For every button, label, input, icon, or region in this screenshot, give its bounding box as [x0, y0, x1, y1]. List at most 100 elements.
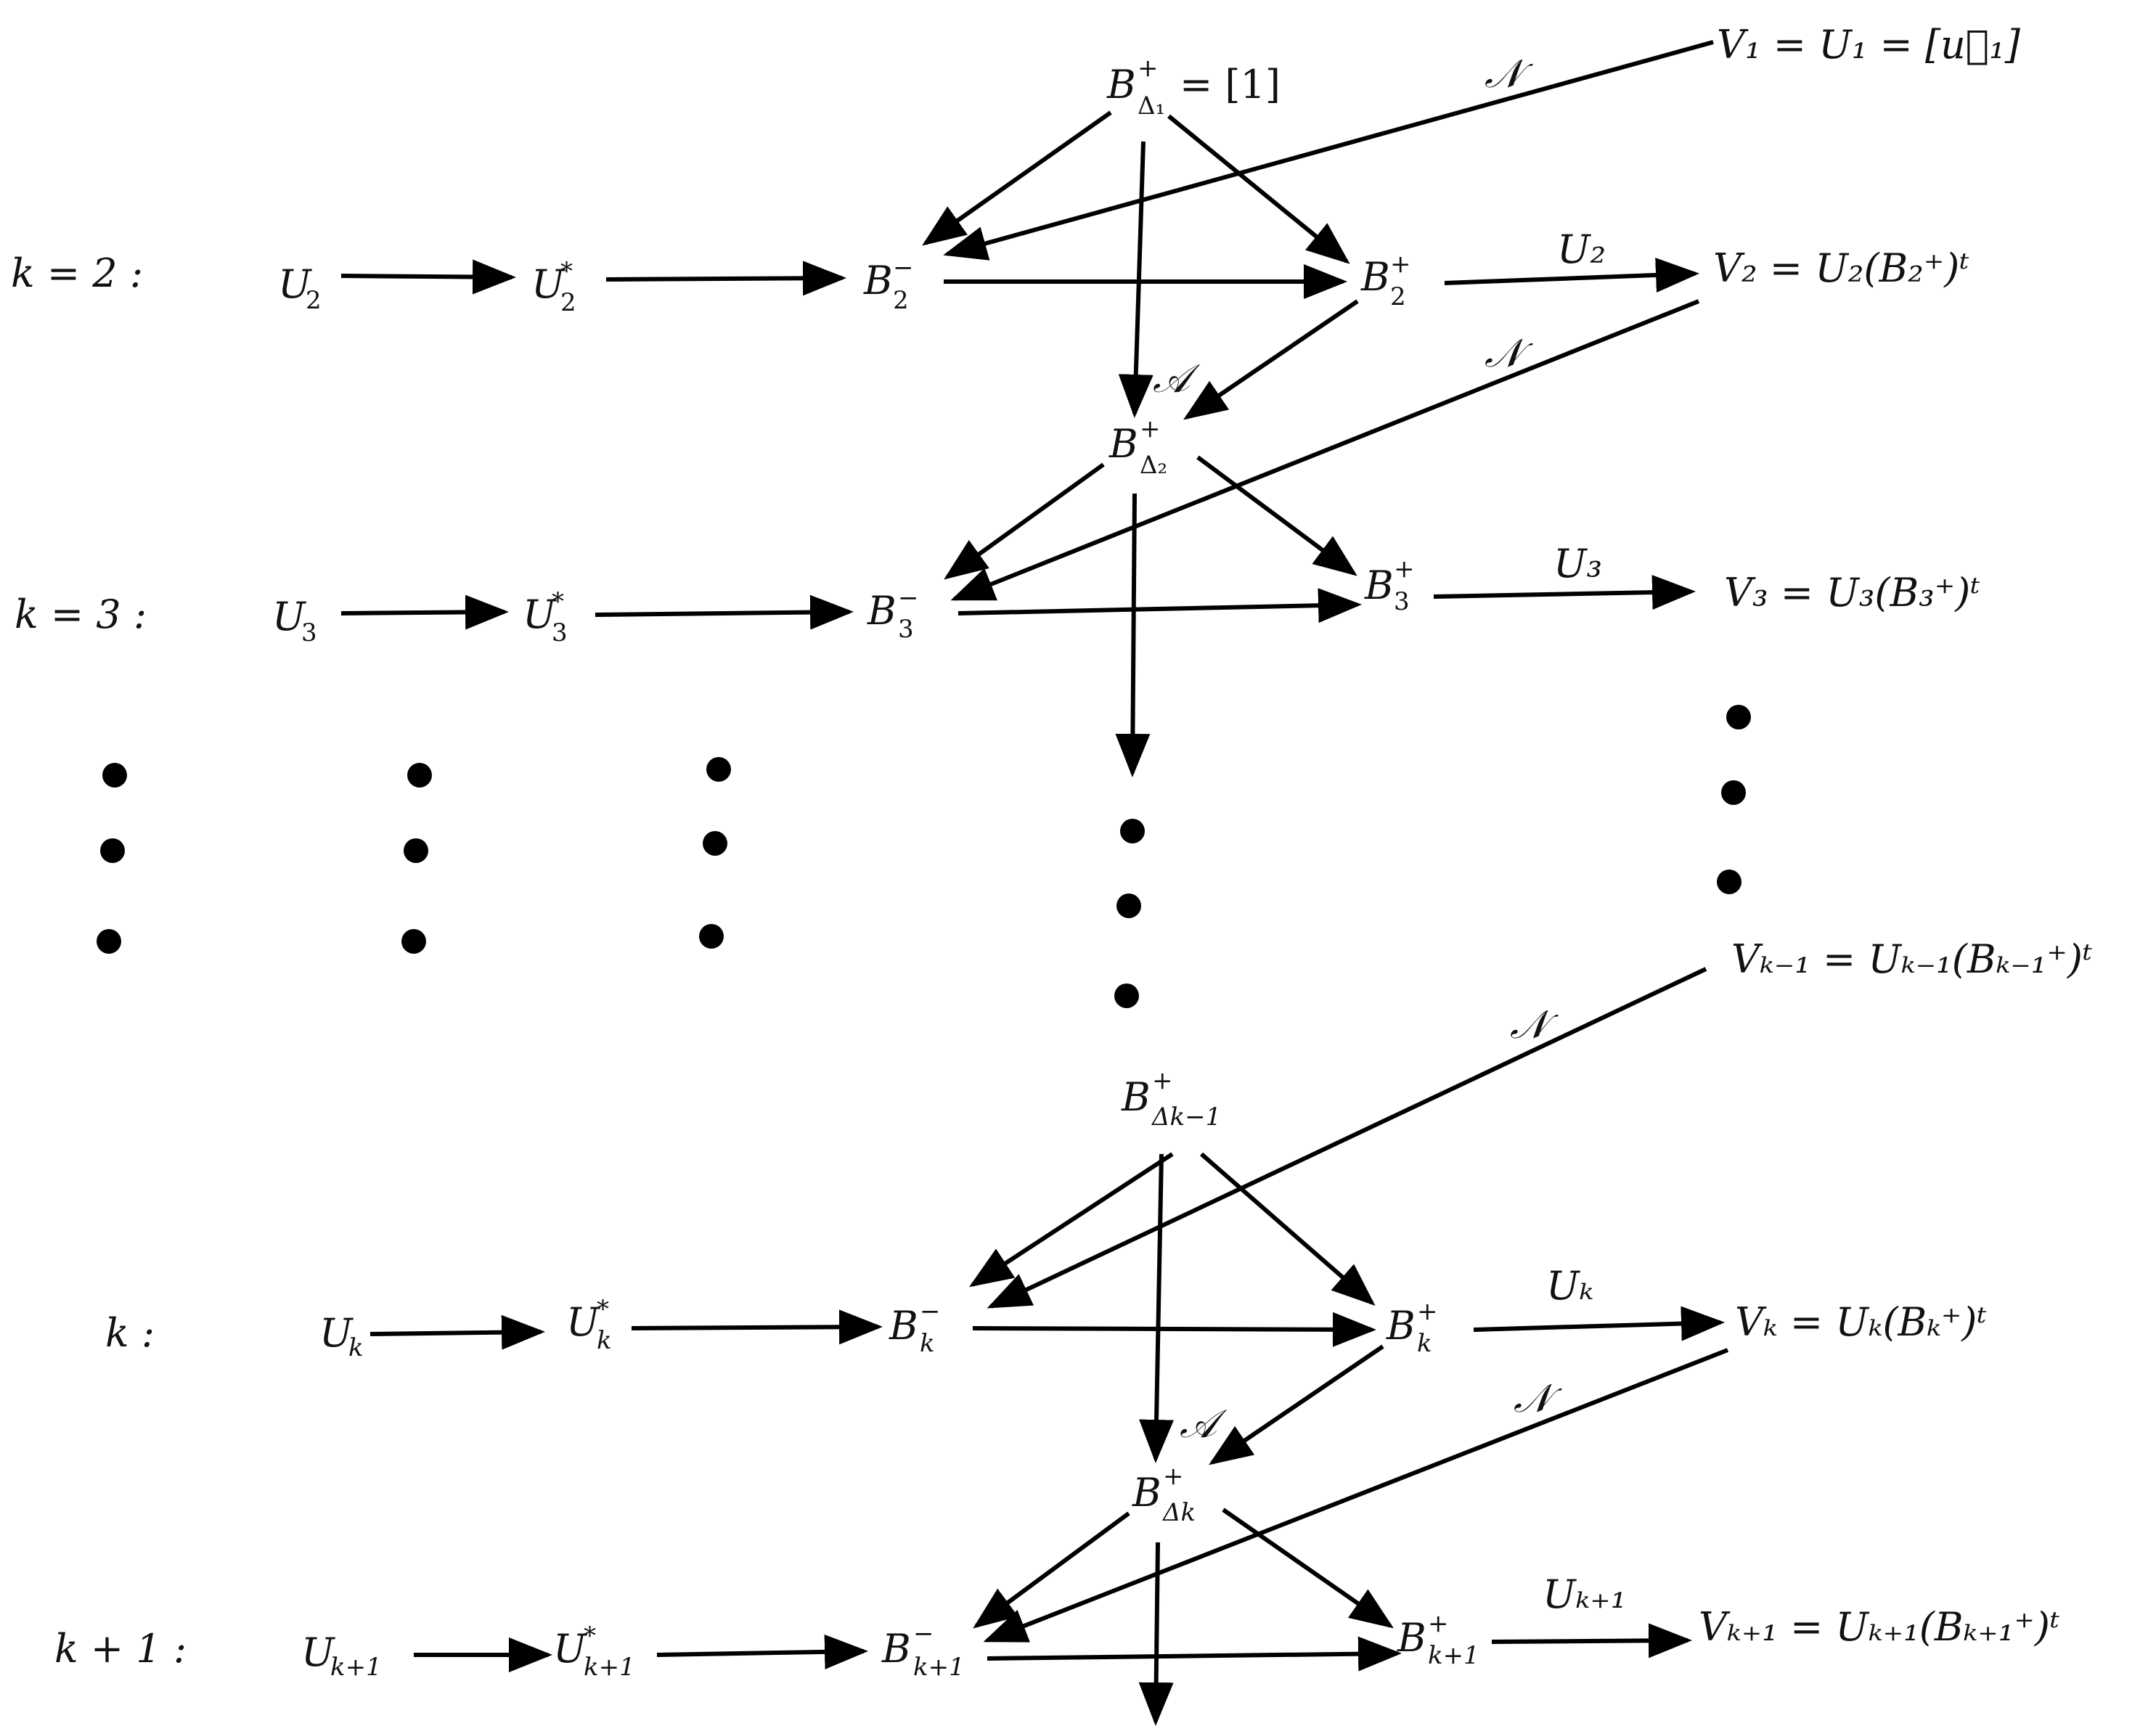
label-V-k-plus-1: Vₖ₊₁ = Uₖ₊₁(Bₖ₊₁⁺)ᵗ — [1699, 1604, 2059, 1650]
edge-label-N-1: 𝒩 — [1485, 51, 1533, 97]
dot — [1717, 870, 1741, 894]
svg-text:*: * — [552, 587, 564, 616]
svg-text:+: + — [1428, 1609, 1449, 1638]
svg-text:2: 2 — [893, 286, 909, 315]
label-V-k-minus-1: Vₖ₋₁ = Uₖ₋₁(Bₖ₋₁⁺)ᵗ — [1731, 936, 2092, 982]
edge-BD1-B2plus — [1167, 114, 1350, 264]
label-V1: V₁ = U₁ = [u⃗₁] — [1717, 22, 2021, 68]
svg-text:k: k — [348, 1333, 364, 1362]
svg-text:+: + — [1140, 414, 1161, 443]
edge-Bkminus-Bkplus — [972, 1312, 1376, 1347]
edge-BDk-down — [1138, 1542, 1174, 1726]
node-Uk: U k — [319, 1310, 364, 1362]
svg-text:U: U — [531, 261, 565, 307]
svg-text:B: B — [1132, 1470, 1161, 1516]
svg-text:k+1: k+1 — [330, 1653, 382, 1682]
edge-label-A-1: 𝒜 — [1153, 356, 1201, 401]
edge-B3plus-V3 — [1433, 575, 1696, 610]
svg-text:*: * — [597, 1295, 609, 1324]
svg-text:*: * — [560, 257, 573, 286]
svg-text:k+1: k+1 — [1428, 1641, 1479, 1670]
svg-text:+: + — [1417, 1297, 1438, 1326]
dot — [1726, 705, 1751, 729]
node-Bk-plus: B + k — [1386, 1297, 1438, 1358]
edge-BD1-BD2 — [1118, 141, 1153, 418]
dot — [699, 924, 724, 949]
dot — [100, 838, 125, 863]
edge-label-U2: U₂ — [1557, 226, 1606, 272]
v-labels: V₁ = U₁ = [u⃗₁] V₂ = U₂(B₂⁺)ᵗ V₃ = U₃(B₃… — [1699, 22, 2092, 1650]
svg-text:−: − — [913, 1619, 934, 1648]
node-B-delta-k: B + Δk — [1132, 1462, 1196, 1527]
dot — [407, 763, 432, 788]
dot — [706, 757, 731, 782]
dot — [703, 831, 727, 856]
label-V3: V₃ = U₃(B₃⁺)ᵗ — [1724, 570, 1980, 615]
edge-B2plus-BD2 — [1183, 299, 1359, 420]
edge-label-U3: U₃ — [1553, 541, 1602, 586]
svg-text:2: 2 — [306, 286, 322, 315]
dot — [1120, 819, 1145, 843]
svg-text:Δ₁: Δ₁ — [1138, 91, 1165, 120]
node-B3-plus: B + 3 — [1364, 555, 1415, 616]
edge-BD2-B3minus — [944, 462, 1105, 580]
svg-text:−: − — [893, 253, 914, 282]
svg-text:+: + — [1163, 1462, 1184, 1491]
svg-text:B: B — [1397, 1615, 1426, 1661]
edge-BDk-Bk1plus — [1222, 1508, 1394, 1629]
node-B2-plus: B + 2 — [1360, 250, 1411, 311]
svg-text:U: U — [566, 1299, 600, 1345]
node-U3-star: U * 3 — [523, 587, 568, 647]
label-V2: V₂ = U₂(B₂⁺)ᵗ — [1713, 245, 1969, 291]
svg-text:+: + — [1394, 555, 1415, 584]
dot — [1116, 893, 1141, 918]
svg-text:U: U — [553, 1626, 587, 1672]
svg-text:B: B — [1106, 62, 1136, 107]
svg-text:3: 3 — [552, 618, 568, 647]
edge-U3-U3star — [340, 594, 509, 630]
edge-Bk1plus-Vk1 — [1491, 1623, 1692, 1658]
svg-text:*: * — [584, 1621, 596, 1651]
node-Bk1-plus: B + k+1 — [1397, 1609, 1479, 1670]
svg-text:U: U — [301, 1629, 335, 1675]
edge-B3minus-B3plus — [957, 588, 1362, 623]
svg-text:3: 3 — [1394, 587, 1410, 616]
edge-label-Uk: Uₖ — [1546, 1263, 1593, 1309]
svg-text:Δk−1: Δk−1 — [1151, 1103, 1221, 1132]
svg-text:B: B — [889, 1303, 918, 1349]
edge-BDkm1-Bkplus — [1200, 1152, 1376, 1306]
edge-V2-B3minus — [950, 299, 1700, 601]
edge-Bk1minus-Bk1plus — [987, 1636, 1402, 1672]
svg-text:k+1: k+1 — [584, 1653, 635, 1682]
dot — [1114, 983, 1139, 1008]
svg-text:B: B — [1364, 563, 1394, 608]
svg-text:U: U — [278, 261, 312, 307]
svg-text:Δ₂: Δ₂ — [1140, 451, 1167, 480]
node-B2-minus: B − 2 — [863, 253, 914, 315]
svg-text:2: 2 — [560, 288, 576, 317]
svg-text:k+1: k+1 — [913, 1653, 965, 1682]
svg-text:k: k — [1417, 1329, 1432, 1358]
dot — [1721, 780, 1746, 805]
svg-text:k: k — [597, 1326, 612, 1355]
edge-Vkm1-Bkminus — [987, 967, 1707, 1309]
node-Uk1: U k+1 — [301, 1629, 382, 1682]
edge-Vk-Bk1minus — [983, 1348, 1729, 1643]
svg-text:B: B — [1360, 254, 1390, 300]
row-label-k: k : — [105, 1310, 155, 1356]
dot — [97, 929, 121, 954]
dot — [401, 929, 426, 954]
nodes: U 2 U * 2 B − 2 B + 2 U 3 U * 3 B — [272, 54, 1479, 1682]
dot — [404, 838, 428, 863]
node-Uk1-star: U * k+1 — [553, 1621, 635, 1682]
svg-text:−: − — [920, 1297, 941, 1326]
edge-B2plus-V2 — [1444, 258, 1699, 293]
svg-text:U: U — [523, 592, 557, 637]
node-Bk1-minus: B − k+1 — [881, 1619, 965, 1682]
node-B3-minus: B − 3 — [867, 584, 919, 644]
edge-label-Uk1: Uₖ₊₁ — [1543, 1571, 1626, 1617]
svg-text:B: B — [1108, 421, 1138, 467]
svg-text:U: U — [319, 1310, 354, 1356]
svg-text:B: B — [1386, 1303, 1416, 1349]
edge-U3star-B3minus — [595, 594, 854, 630]
